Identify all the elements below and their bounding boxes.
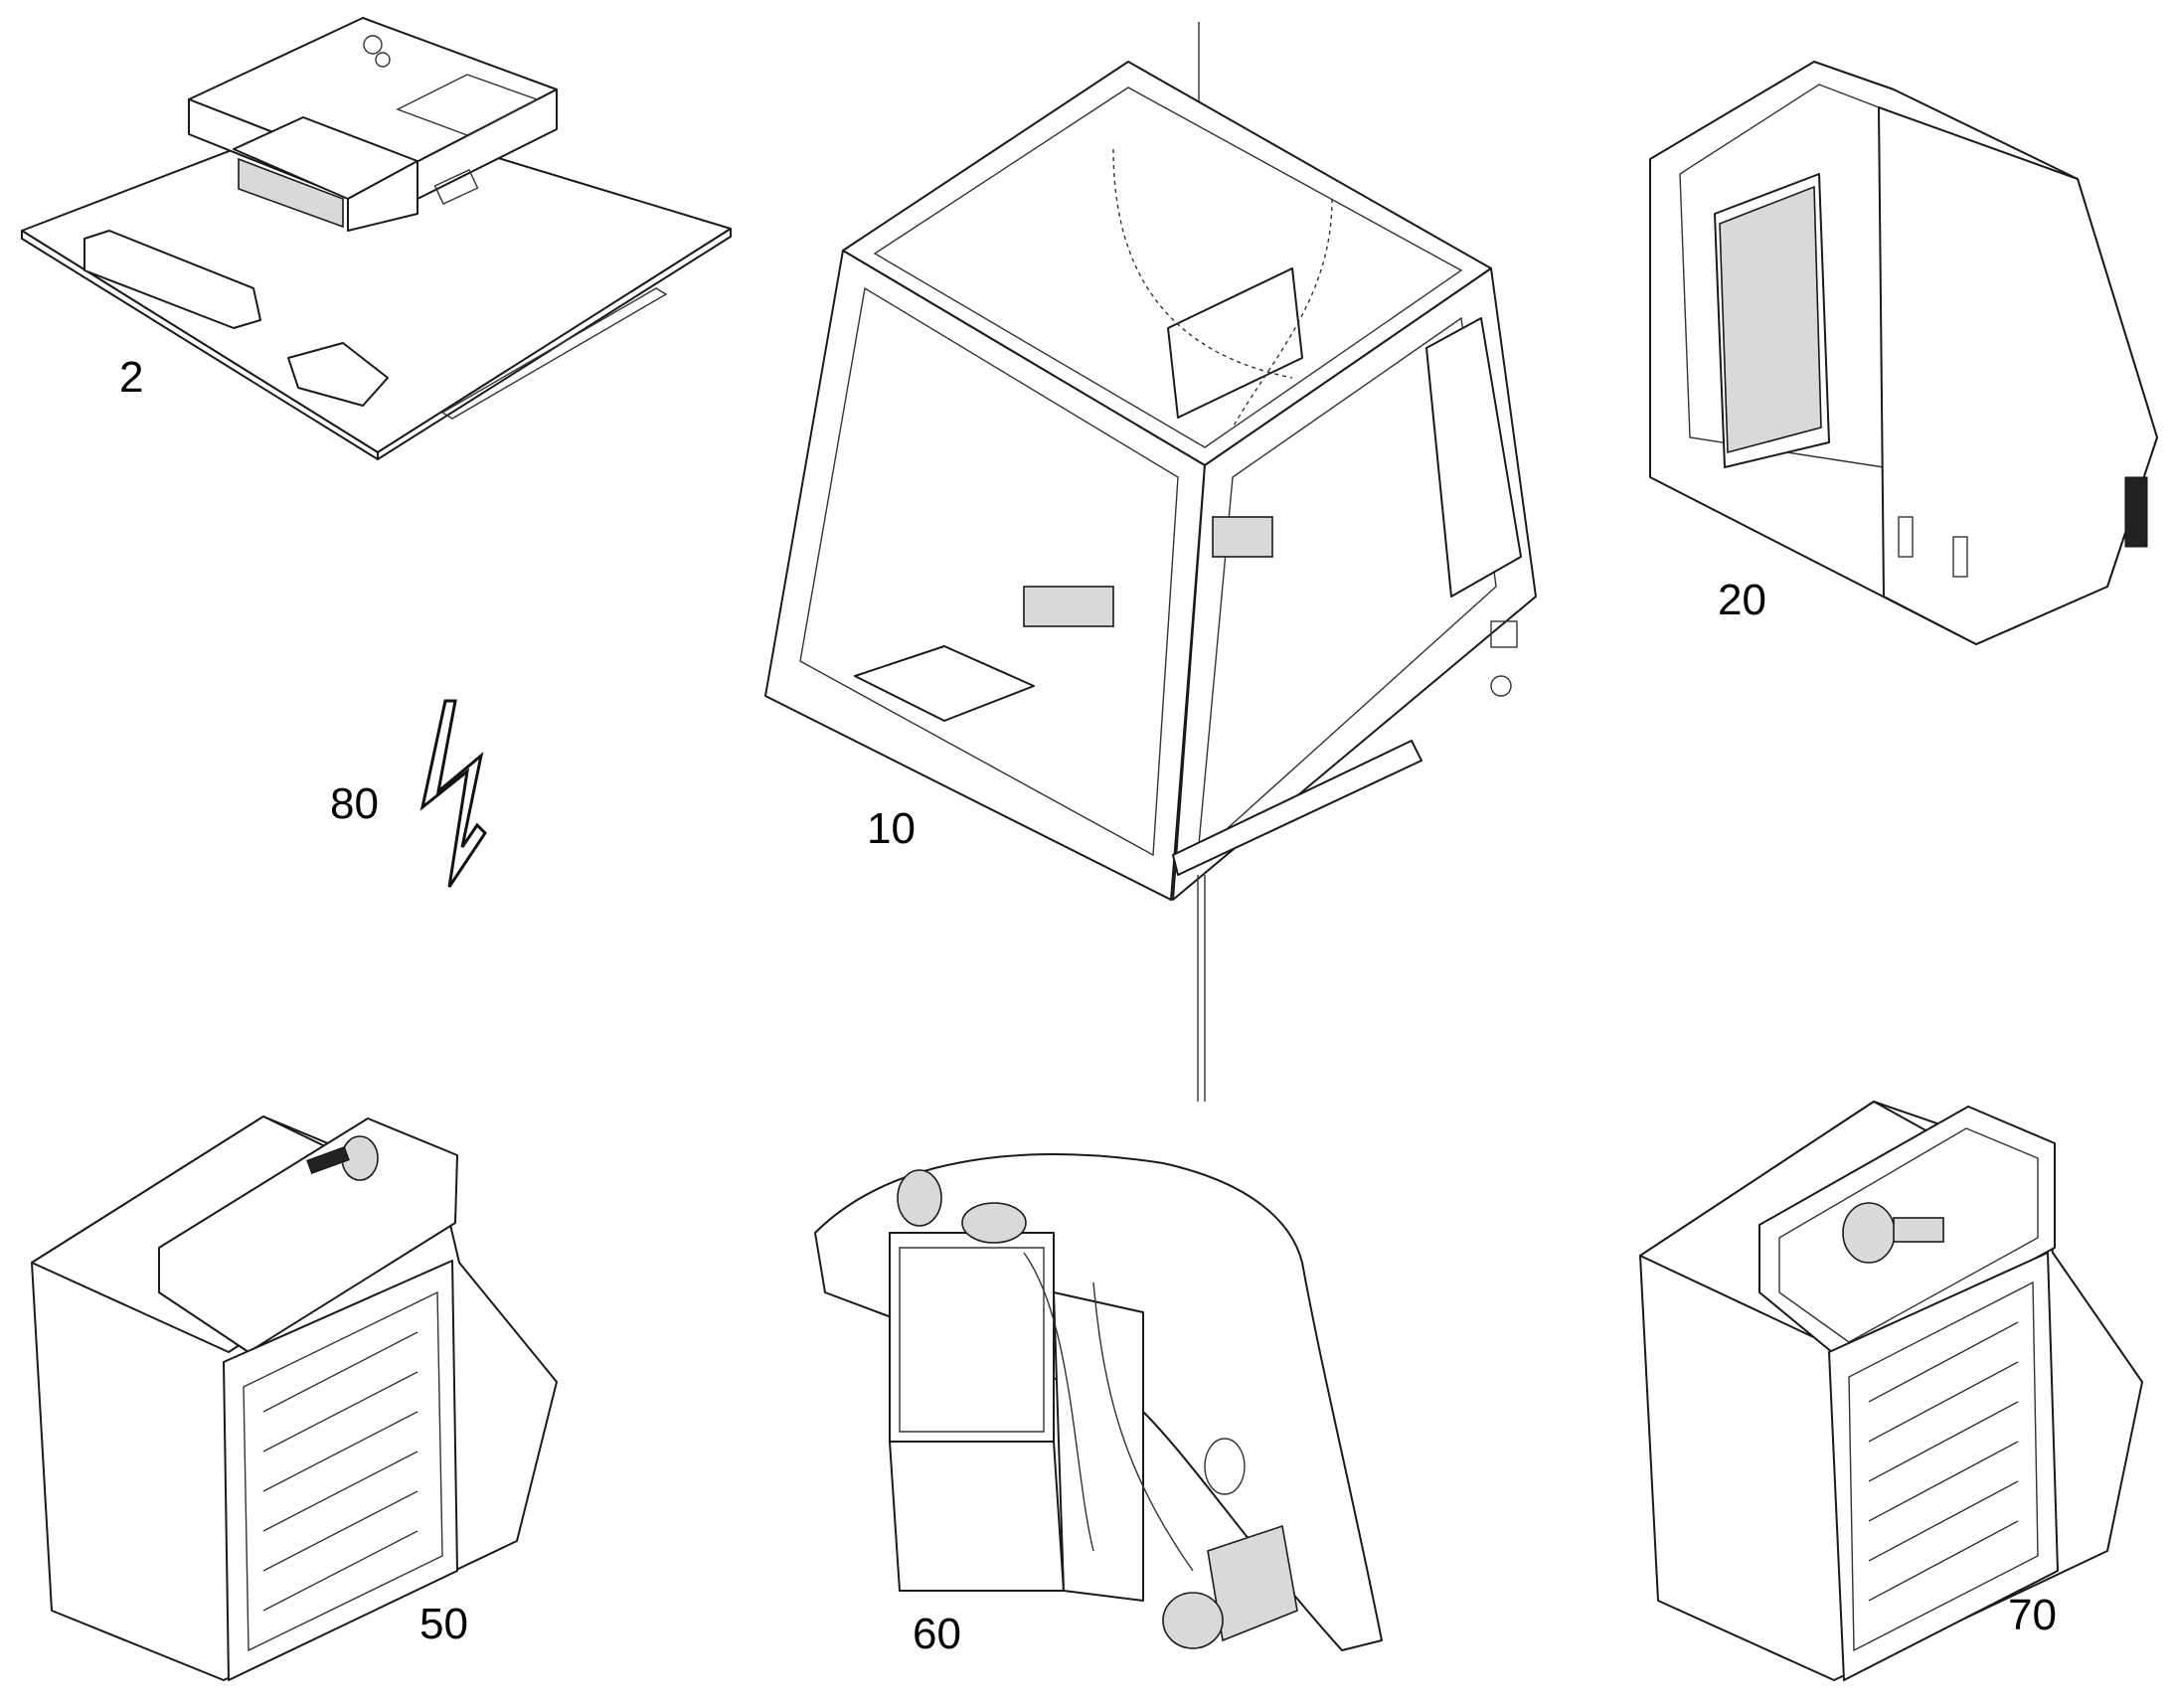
callout-part-70: 70 [2008, 1591, 2057, 1639]
operator-cab-assembly [764, 22, 1537, 1102]
callout-part-20: 20 [1718, 576, 1766, 624]
callout-part-10: 10 [867, 804, 916, 853]
callout-part-80: 80 [330, 779, 379, 828]
housing-with-compressor-cage [1639, 1101, 2143, 1681]
floor-plate-assembly [21, 17, 732, 460]
housing-with-pump [31, 1115, 558, 1681]
lightning-bolt-icon [419, 699, 487, 888]
compressor-assembly [814, 1153, 1383, 1651]
callout-part-50: 50 [419, 1600, 468, 1648]
callout-part-2: 2 [119, 353, 144, 402]
callout-part-60: 60 [913, 1610, 961, 1658]
control-module-housing [1649, 61, 2158, 645]
